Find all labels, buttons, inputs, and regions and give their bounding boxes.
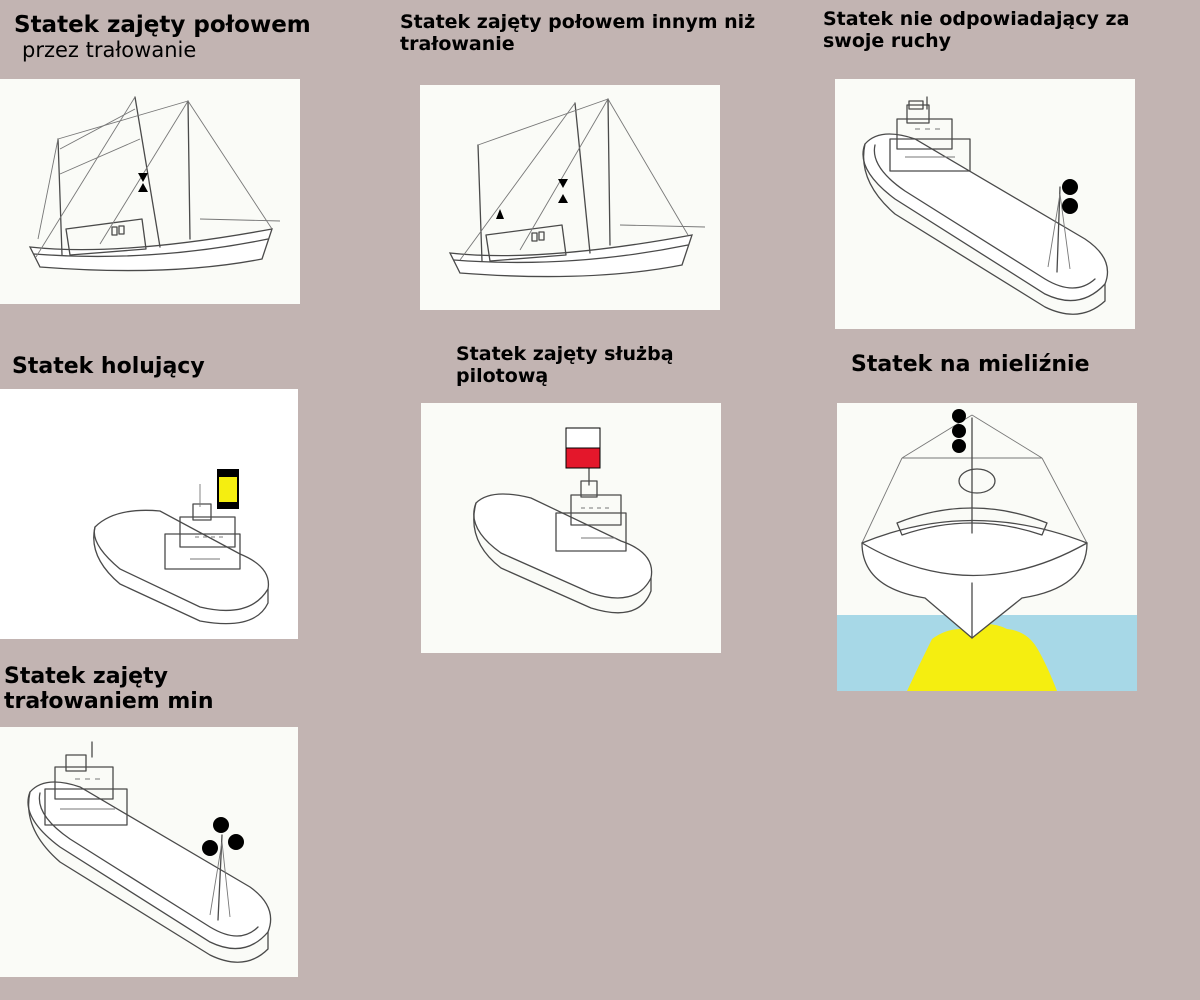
black-ball-shape: [952, 424, 966, 438]
panel-towing: [0, 389, 298, 639]
cone-up-shape: [496, 209, 504, 219]
black-ball-shape: [202, 840, 218, 856]
panel-minesweeping: [0, 727, 298, 977]
cone-up-shape: [558, 194, 568, 203]
caption-aground: Statek na mieliźnie: [851, 352, 1090, 377]
black-ball-shape: [1062, 179, 1078, 195]
black-ball-shape: [952, 439, 966, 453]
panel-fishing-other: [420, 85, 720, 310]
black-ball-shape: [1062, 198, 1078, 214]
caption-not-under-command: Statek nie odpowiadający za swoje ruchy: [823, 8, 1130, 52]
caption-trawling-subtitle: przez trałowanie: [22, 38, 197, 63]
grounded-ship-drawing: [837, 409, 1137, 691]
panel-aground: [837, 403, 1137, 691]
tug-drawing: [0, 389, 298, 639]
cargo-ship-drawing: [27, 741, 272, 963]
cone-down-shape: [138, 173, 148, 182]
panel-not-under-command: [835, 79, 1135, 329]
towing-cylinder-fill: [219, 477, 237, 502]
caption-towing: Statek holujący: [12, 354, 205, 379]
black-ball-shape: [228, 834, 244, 850]
cone-down-shape: [558, 179, 568, 188]
sand-shape: [907, 624, 1057, 691]
caption-trawling-title: Statek zajęty połowem: [14, 12, 311, 38]
black-ball-shape: [213, 817, 229, 833]
panel-pilot: [421, 403, 721, 653]
fishing-boat-drawing: [28, 96, 281, 272]
cargo-ship-drawing: [862, 96, 1109, 315]
flag-white-shape: [565, 427, 601, 449]
flag-red-shape: [565, 447, 601, 469]
caption-fishing-other: Statek zajęty połowem innym niż trałowan…: [400, 11, 756, 55]
pilot-boat-drawing: [473, 427, 653, 614]
fishing-boat-drawing: [448, 98, 706, 278]
caption-pilot: Statek zajęty służbą pilotową: [456, 343, 674, 387]
caption-minesweeping: Statek zajęty trałowaniem min: [4, 664, 214, 715]
caption-trawling: Statek zajęty połowem przez trałowanie: [14, 12, 344, 63]
panel-trawling: [0, 79, 300, 304]
cone-up-shape: [138, 183, 148, 192]
black-ball-shape: [952, 409, 966, 423]
